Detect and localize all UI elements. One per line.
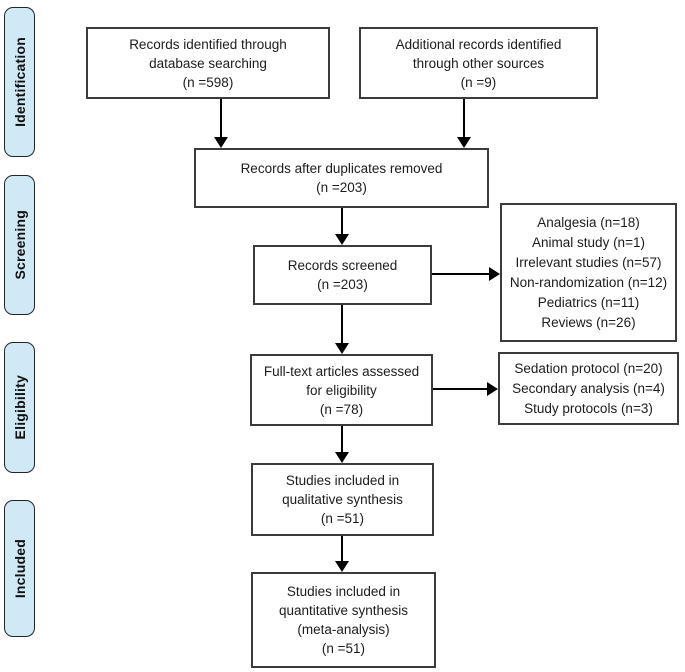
arrow-duplicates-to-screened-stem: [341, 208, 343, 236]
box-records-identified-text: Records identified through database sear…: [129, 36, 287, 90]
box-duplicates-removed: Records after duplicates removed (n =203…: [194, 148, 489, 208]
box-qualitative-synthesis-text: Studies included in qualitative synthesi…: [282, 473, 403, 526]
arrow-screened-to-fulltext-head: [335, 343, 349, 354]
arrow-screened-to-exclusions-head: [489, 267, 500, 281]
stage-label-identification-text: Identification: [11, 37, 28, 127]
arrow-fulltext-to-qualitative-head: [335, 452, 349, 463]
stage-label-eligibility: Eligibility: [4, 342, 35, 473]
box-records-screened: Records screened (n =203): [253, 245, 432, 305]
arrow-additional-to-duplicates-head: [457, 137, 471, 148]
arrow-qualitative-to-quantitative-stem: [341, 536, 343, 563]
box-quantitative-synthesis: Studies included in quantitative synthes…: [251, 572, 436, 668]
stage-label-included: Included: [4, 500, 35, 637]
arrow-identified-to-duplicates-head: [214, 137, 228, 148]
box-additional-records-text: Additional records identified through ot…: [395, 36, 562, 90]
stage-label-included-text: Included: [11, 538, 28, 599]
box-fulltext-assessed-text: Full-text articles assessed for eligibil…: [263, 363, 420, 417]
box-fulltext-exclusions: Sedation protocol (n=20) Secondary analy…: [498, 352, 679, 425]
arrow-identified-to-duplicates-stem: [220, 99, 222, 139]
box-qualitative-synthesis: Studies included in qualitative synthesi…: [251, 463, 434, 536]
box-screening-exclusions: Analgesia (n=18) Animal study (n=1) Irre…: [500, 203, 677, 342]
box-quantitative-synthesis-text: Studies included in quantitative synthes…: [278, 584, 409, 656]
arrow-fulltext-to-exclusions-stem: [433, 388, 488, 390]
stage-label-eligibility-text: Eligibility: [11, 375, 28, 440]
box-fulltext-assessed: Full-text articles assessed for eligibil…: [250, 354, 433, 426]
stage-label-screening: Screening: [4, 175, 35, 315]
arrow-screened-to-exclusions-stem: [432, 273, 490, 275]
box-records-identified: Records identified through database sear…: [86, 27, 330, 99]
box-additional-records: Additional records identified through ot…: [359, 27, 598, 99]
arrow-fulltext-to-qualitative-stem: [341, 426, 343, 454]
arrow-fulltext-to-exclusions-head: [487, 382, 498, 396]
box-fulltext-exclusions-text: Sedation protocol (n=20) Secondary analy…: [512, 360, 665, 416]
box-duplicates-removed-text: Records after duplicates removed (n =203…: [240, 161, 443, 195]
arrow-qualitative-to-quantitative-head: [335, 561, 349, 572]
arrow-duplicates-to-screened-head: [335, 234, 349, 245]
stage-label-screening-text: Screening: [11, 210, 28, 280]
box-records-screened-text: Records screened (n =203): [287, 258, 398, 292]
stage-label-identification: Identification: [4, 7, 35, 157]
box-screening-exclusions-text: Analgesia (n=18) Animal study (n=1) Irre…: [509, 214, 668, 330]
arrow-screened-to-fulltext-stem: [341, 305, 343, 345]
arrow-additional-to-duplicates-stem: [463, 99, 465, 139]
